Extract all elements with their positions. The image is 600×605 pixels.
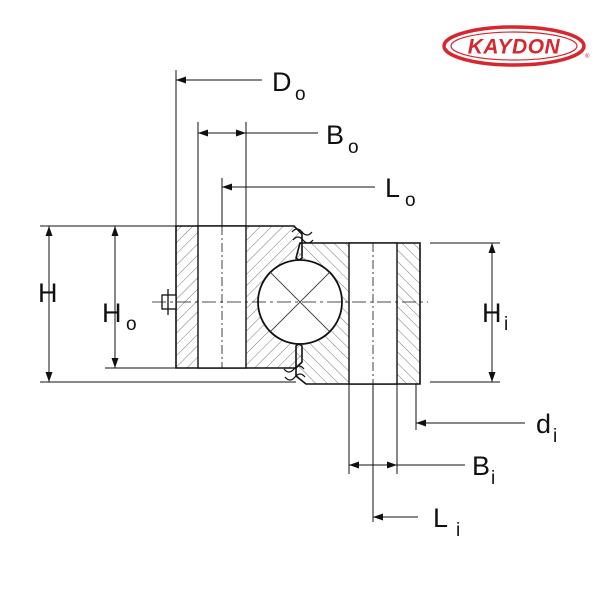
- registered-mark: ®: [585, 53, 590, 60]
- svg-text:L: L: [433, 503, 448, 533]
- label-Hi: H i: [482, 298, 508, 335]
- svg-text:D: D: [272, 67, 292, 97]
- logo-ellipse-outer: [442, 25, 586, 67]
- label-Bi: B i: [472, 451, 495, 489]
- svg-text:o: o: [405, 190, 416, 211]
- svg-text:B: B: [472, 451, 490, 481]
- brand-name: KAYDON: [468, 36, 561, 59]
- svg-text:H: H: [102, 298, 122, 328]
- svg-text:B: B: [326, 120, 344, 150]
- svg-text:d: d: [536, 409, 551, 439]
- svg-text:i: i: [553, 426, 557, 447]
- label-Do: D o: [272, 67, 306, 105]
- dimension-labels: D o B o L o H H o H i d i B i: [38, 67, 557, 541]
- svg-text:i: i: [456, 520, 460, 541]
- label-Ho: H o: [102, 298, 137, 335]
- svg-text:L: L: [385, 173, 400, 203]
- dimension-lines: [40, 70, 525, 522]
- label-di: d i: [536, 409, 557, 447]
- svg-text:i: i: [491, 468, 495, 489]
- label-H: H: [38, 278, 58, 308]
- svg-text:o: o: [348, 137, 359, 158]
- svg-text:i: i: [504, 314, 508, 335]
- label-Bo: B o: [326, 120, 359, 158]
- ball-element: [257, 259, 343, 345]
- svg-text:H: H: [38, 278, 58, 308]
- svg-text:o: o: [295, 84, 306, 105]
- label-Li: L i: [433, 503, 460, 541]
- bottom-seal: [283, 365, 305, 373]
- seals: [283, 228, 314, 381]
- svg-text:H: H: [482, 298, 502, 328]
- logo-ellipse-inner: [450, 31, 578, 61]
- kaydon-logo: KAYDON ®: [442, 25, 590, 67]
- label-Lo: L o: [385, 173, 416, 211]
- top-seal: [291, 228, 313, 236]
- svg-text:o: o: [126, 314, 137, 335]
